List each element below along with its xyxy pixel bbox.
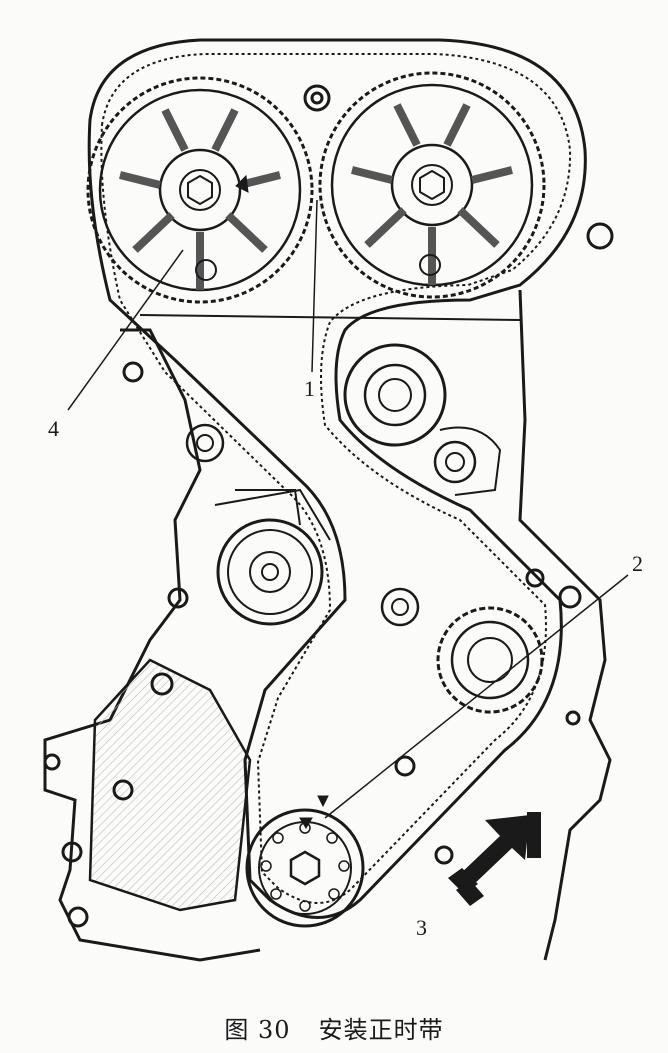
figure-caption: 图 30 安装正时带: [0, 1010, 668, 1045]
timing-belt: [87, 38, 587, 919]
leader-line-2: [324, 574, 629, 819]
timing-belt-diagram: [43, 38, 629, 962]
water-pump-sprocket: [436, 606, 544, 714]
leader-line-4: [67, 249, 184, 411]
callout-4: 4: [48, 416, 59, 441]
middle-idler: [380, 587, 420, 627]
left-camshaft-sprocket: [86, 76, 314, 304]
leader-line-1: [311, 199, 318, 373]
belt-tensioner: [185, 423, 324, 626]
callout-3: 3: [416, 915, 427, 940]
right-camshaft-sprocket: [318, 71, 546, 299]
figure-number: 图 30: [224, 1016, 291, 1044]
callout-2: 2: [632, 551, 643, 576]
callout-1: 1: [304, 376, 315, 401]
leader-lines: [67, 199, 629, 819]
upper-idler-pulley: [343, 343, 502, 496]
engine-block: [43, 84, 614, 962]
figure-title: 安装正时带: [318, 1016, 444, 1044]
crankshaft-sprocket: [245, 795, 365, 928]
direction-arrows: [448, 812, 541, 906]
